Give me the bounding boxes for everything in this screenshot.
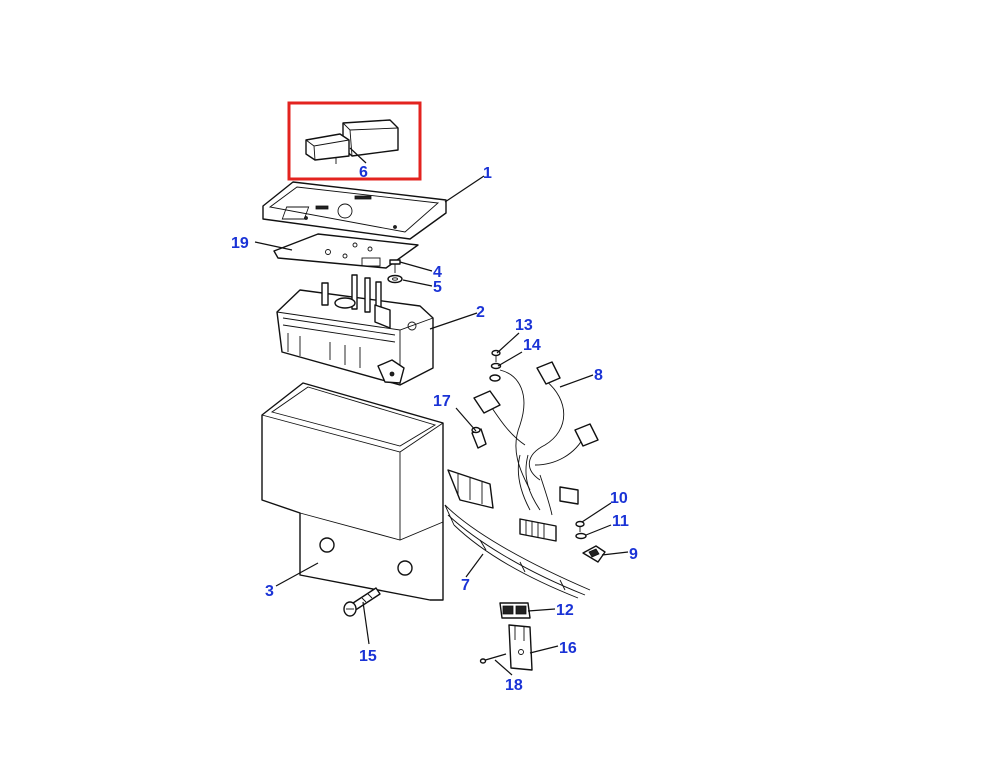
part-19-gasket[interactable] <box>273 233 419 269</box>
part-9-clip[interactable] <box>582 545 606 563</box>
leader-lines <box>254 147 629 676</box>
callout-6: 6 <box>359 164 368 181</box>
callout-13: 13 <box>515 317 533 334</box>
callout-5: 5 <box>433 279 442 296</box>
part-18-screw[interactable] <box>479 653 507 664</box>
part-11-washer[interactable] <box>575 532 587 540</box>
part-10-screw[interactable] <box>575 520 585 533</box>
part-15-screw[interactable] <box>343 587 381 617</box>
callout-3: 3 <box>265 583 274 600</box>
part-12-relay[interactable] <box>499 602 531 619</box>
callout-19: 19 <box>231 235 249 252</box>
part-8-wiring-loom[interactable] <box>473 361 599 542</box>
part-13-screw[interactable] <box>491 349 501 363</box>
callout-8: 8 <box>594 367 603 384</box>
part-3-housing[interactable] <box>261 382 444 601</box>
callout-18: 18 <box>505 677 523 694</box>
callout-14: 14 <box>523 337 541 354</box>
callout-11: 11 <box>612 513 629 530</box>
part-7-harness-sleeve[interactable] <box>444 469 591 599</box>
callout-labels: 1 2 3 4 5 6 7 8 9 10 11 12 13 14 15 16 1… <box>231 164 638 694</box>
part-1-bezel-panel[interactable] <box>262 181 447 240</box>
callout-7: 7 <box>461 577 470 594</box>
part-4-screw[interactable] <box>389 259 401 273</box>
callout-1: 1 <box>483 165 492 182</box>
callout-4: 4 <box>433 264 442 281</box>
callout-9: 9 <box>629 546 638 563</box>
callout-12: 12 <box>556 602 574 619</box>
callout-16: 16 <box>559 640 577 657</box>
part-2-chassis[interactable] <box>276 274 434 386</box>
callout-2: 2 <box>476 304 485 321</box>
part-17-bulb[interactable] <box>471 426 487 449</box>
highlight-box[interactable] <box>287 101 422 181</box>
callout-10: 10 <box>610 490 628 507</box>
part-5-washer[interactable] <box>387 274 403 284</box>
callout-17: 17 <box>433 393 451 410</box>
callout-15: 15 <box>359 648 377 665</box>
part-16-bracket[interactable] <box>508 624 533 671</box>
part-14-washer[interactable] <box>489 362 502 382</box>
part-6-switch[interactable] <box>305 119 399 164</box>
